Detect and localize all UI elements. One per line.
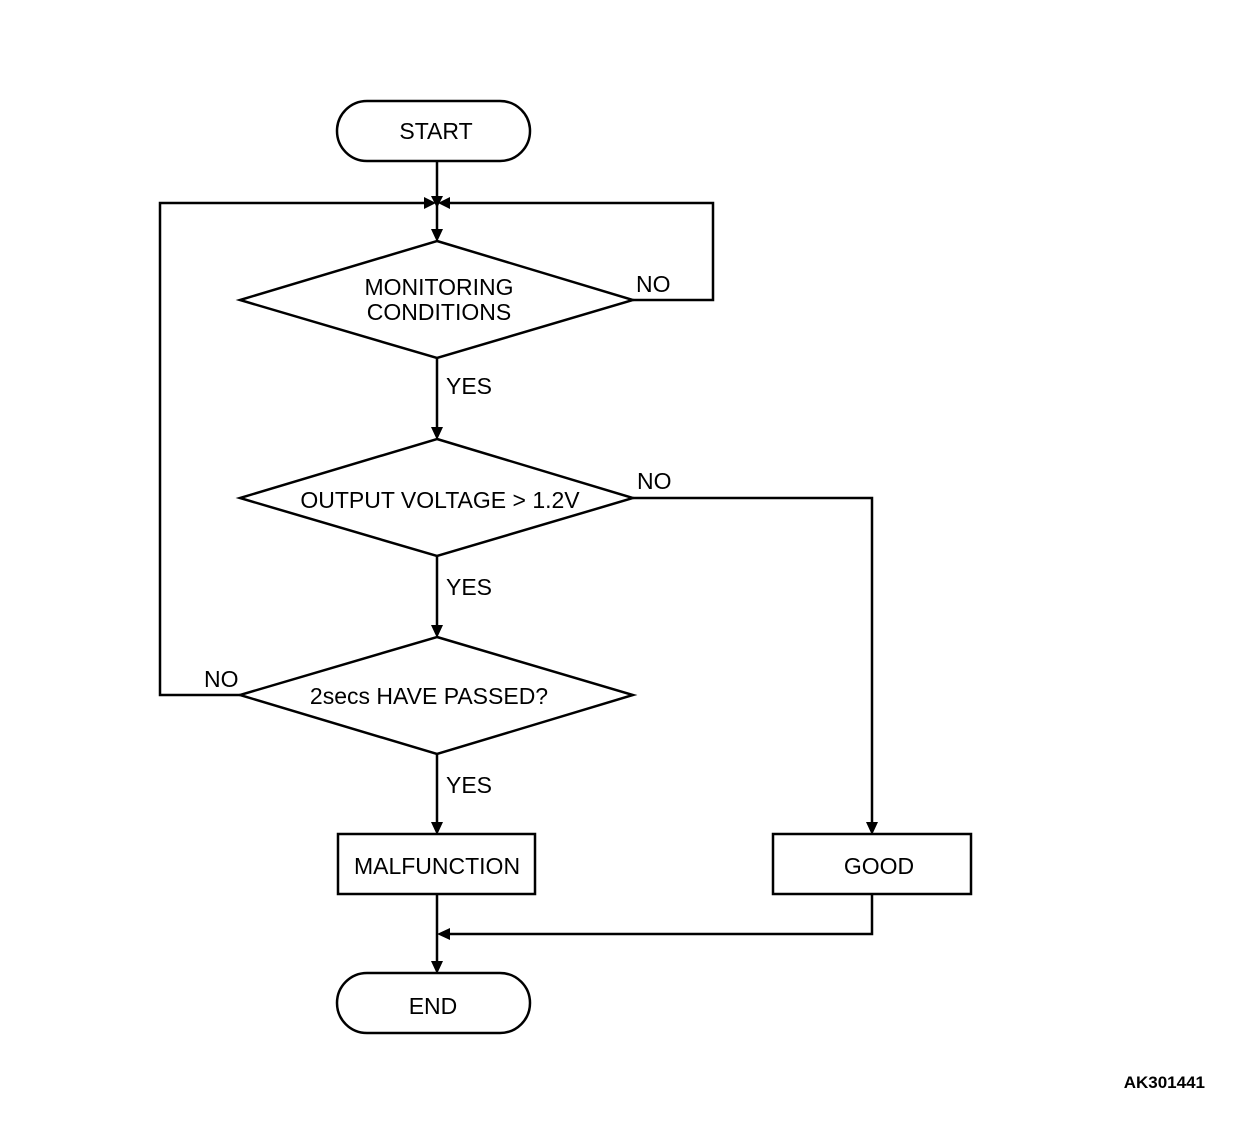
voltage-no-label: NO xyxy=(637,468,672,494)
monitoring-label-line2: CONDITIONS xyxy=(367,299,511,325)
time-yes-label: YES xyxy=(446,772,492,798)
end-terminal xyxy=(335,971,532,1035)
monitoring-label-line1: MONITORING xyxy=(364,274,513,300)
figure-code: AK301441 xyxy=(1124,1073,1205,1092)
monitoring-yes-label: YES xyxy=(446,373,492,399)
arrowhead-merge-top xyxy=(431,196,443,208)
start-label: START xyxy=(399,118,472,144)
connector-good-to-end xyxy=(443,894,874,936)
time-decision xyxy=(235,635,638,756)
good-box xyxy=(771,832,973,896)
voltage-decision xyxy=(235,437,638,558)
arrowhead-monitoring xyxy=(431,229,443,242)
voltage-yes-label: YES xyxy=(446,574,492,600)
arrowhead-voltage xyxy=(431,427,443,440)
arrowhead-time xyxy=(431,625,443,638)
start-terminal xyxy=(335,99,532,163)
time-no-label: NO xyxy=(204,666,239,692)
arrowhead-time-no xyxy=(424,197,436,209)
connector-time-no-loop xyxy=(158,201,431,697)
arrowhead-end xyxy=(431,961,443,974)
good-label: GOOD xyxy=(844,853,914,879)
monitoring-no-label: NO xyxy=(636,271,671,297)
arrowhead-good xyxy=(866,822,878,835)
voltage-label: OUTPUT VOLTAGE > 1.2V xyxy=(300,487,580,513)
malfunction-label: MALFUNCTION xyxy=(354,853,520,879)
connector-voltage-no xyxy=(633,496,874,829)
malfunction-box xyxy=(336,832,537,896)
connector-monitoring-no-loop xyxy=(443,201,715,302)
arrowhead-monitoring-no xyxy=(438,197,450,209)
time-label: 2secs HAVE PASSED? xyxy=(310,683,548,709)
arrowhead-good-merge xyxy=(437,928,450,940)
monitoring-decision xyxy=(235,239,638,360)
end-label: END xyxy=(409,993,458,1019)
arrowhead-malfunction xyxy=(431,822,443,835)
